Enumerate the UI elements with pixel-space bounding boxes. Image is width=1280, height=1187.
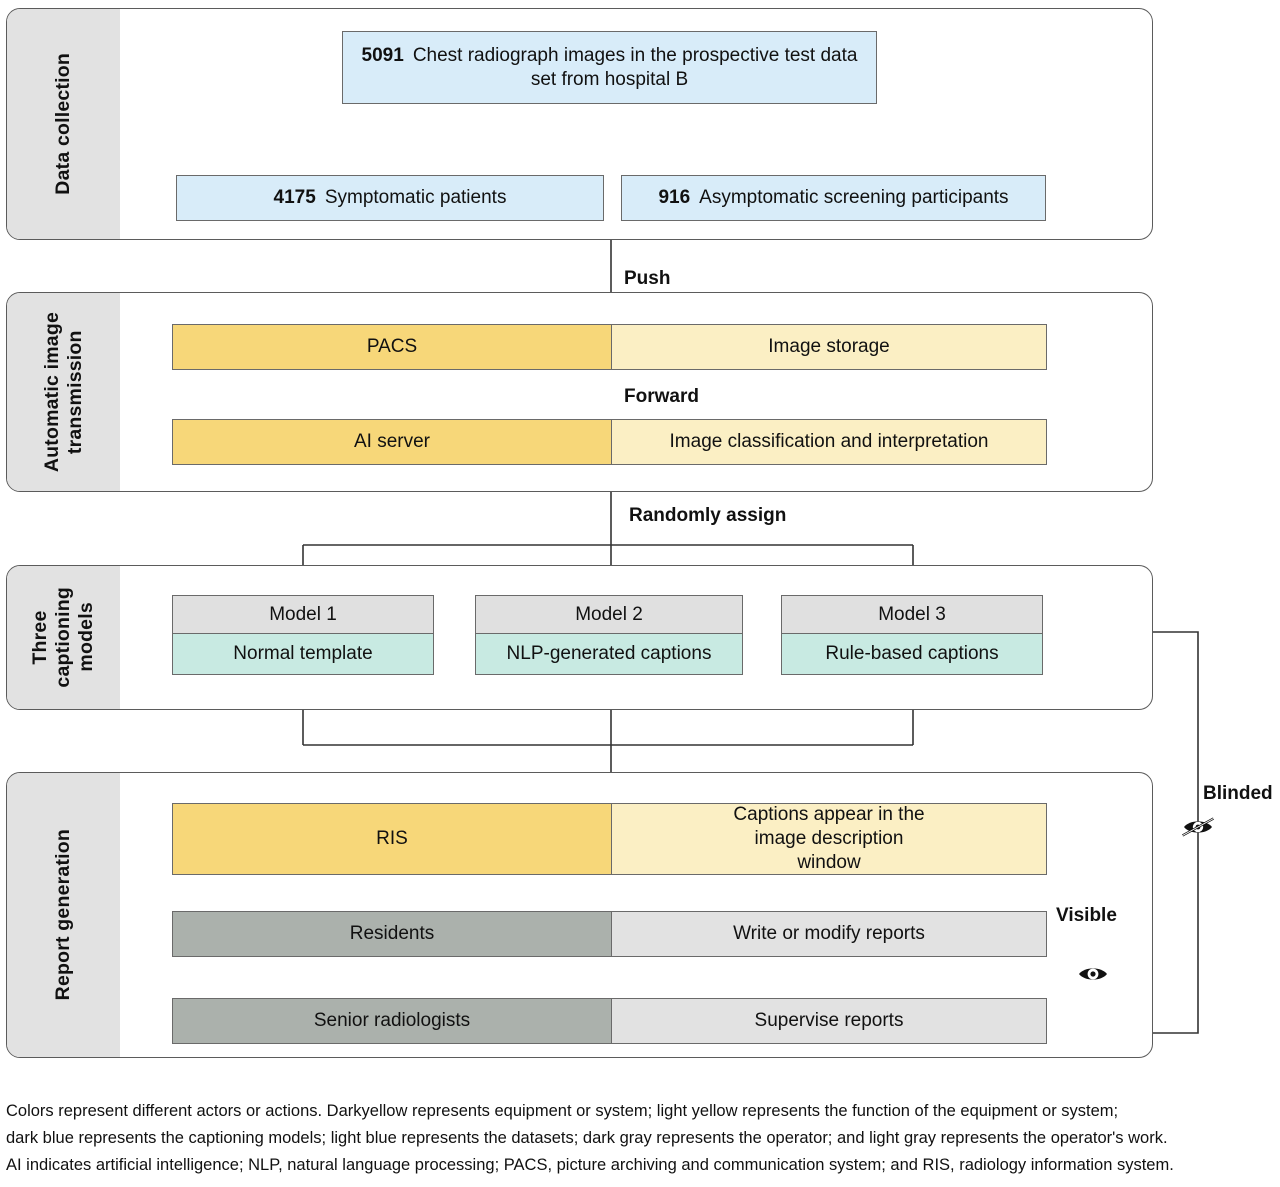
model-3-caption-type: Rule-based captions xyxy=(782,634,1042,674)
source-count: 5091 xyxy=(361,44,404,66)
model-1-caption-type: Normal template xyxy=(173,634,433,674)
box-symptomatic-patients: 4175 Symptomatic patients xyxy=(176,175,604,221)
model-1-name: Model 1 xyxy=(173,596,433,634)
row-ai-server: AI server Image classification and inter… xyxy=(172,419,1047,465)
box-asymptomatic-participants: 916 Asymptomatic screening participants xyxy=(621,175,1046,221)
model-2-caption-type: NLP-generated captions xyxy=(476,634,742,674)
section-label-data-collection: Data collection xyxy=(7,9,120,239)
senior-radiologists-action: Supervise reports xyxy=(611,999,1046,1043)
symptomatic-text: Symptomatic patients xyxy=(324,187,507,209)
model-card-3: Model 3 Rule-based captions xyxy=(781,595,1043,675)
label-forward: Forward xyxy=(624,386,699,407)
eye-icon xyxy=(1073,960,1113,988)
pacs-system: PACS xyxy=(173,325,611,369)
caption-line-3: AI indicates artificial intelligence; NL… xyxy=(6,1155,1174,1174)
model-card-1: Model 1 Normal template xyxy=(172,595,434,675)
caption-line-2: dark blue represents the captioning mode… xyxy=(6,1128,1168,1147)
caption-line-1: Colors represent different actors or act… xyxy=(6,1102,1119,1120)
residents-action: Write or modify reports xyxy=(611,912,1046,956)
section-label-text: Automatic image transmission xyxy=(40,311,86,473)
label-blinded: Blinded xyxy=(1203,783,1273,804)
model-3-name: Model 3 xyxy=(782,596,1042,634)
source-text: Chest radiograph images in the prospecti… xyxy=(412,44,858,90)
row-pacs: PACS Image storage xyxy=(172,324,1047,370)
model-card-2: Model 2 NLP-generated captions xyxy=(475,595,743,675)
residents-actor: Residents xyxy=(173,912,611,956)
model-2-name: Model 2 xyxy=(476,596,742,634)
figure-caption: Colors represent different actors or act… xyxy=(6,1098,1274,1179)
label-push: Push xyxy=(624,268,671,289)
section-label-text: Report generation xyxy=(52,829,74,1001)
asymptomatic-text: Asymptomatic screening participants xyxy=(699,187,1009,209)
eye-slash-icon xyxy=(1178,812,1218,842)
row-residents: Residents Write or modify reports xyxy=(172,911,1047,957)
asymptomatic-count: 916 xyxy=(658,187,691,209)
ai-server-system: AI server xyxy=(173,420,611,464)
section-label-text: Data collection xyxy=(52,53,74,195)
row-ris: RIS Captions appear in the image descrip… xyxy=(172,803,1047,875)
section-label-report-generation: Report generation xyxy=(7,773,120,1057)
senior-radiologists-actor: Senior radiologists xyxy=(173,999,611,1043)
row-senior-radiologists: Senior radiologists Supervise reports xyxy=(172,998,1047,1044)
label-randomly-assign: Randomly assign xyxy=(629,505,787,526)
symptomatic-count: 4175 xyxy=(273,187,316,209)
section-label-models: Three captioning models xyxy=(7,566,120,709)
ris-action: Captions appear in the image description… xyxy=(611,804,1046,874)
box-source-dataset: 5091 Chest radiograph images in the prosp… xyxy=(342,31,877,104)
section-label-text: Three captioning models xyxy=(29,587,97,688)
pacs-function: Image storage xyxy=(611,325,1046,369)
label-visible: Visible xyxy=(1056,905,1117,926)
ris-actor: RIS xyxy=(173,804,611,874)
section-label-transmission: Automatic image transmission xyxy=(7,293,120,491)
ai-server-function: Image classification and interpretation xyxy=(611,420,1046,464)
